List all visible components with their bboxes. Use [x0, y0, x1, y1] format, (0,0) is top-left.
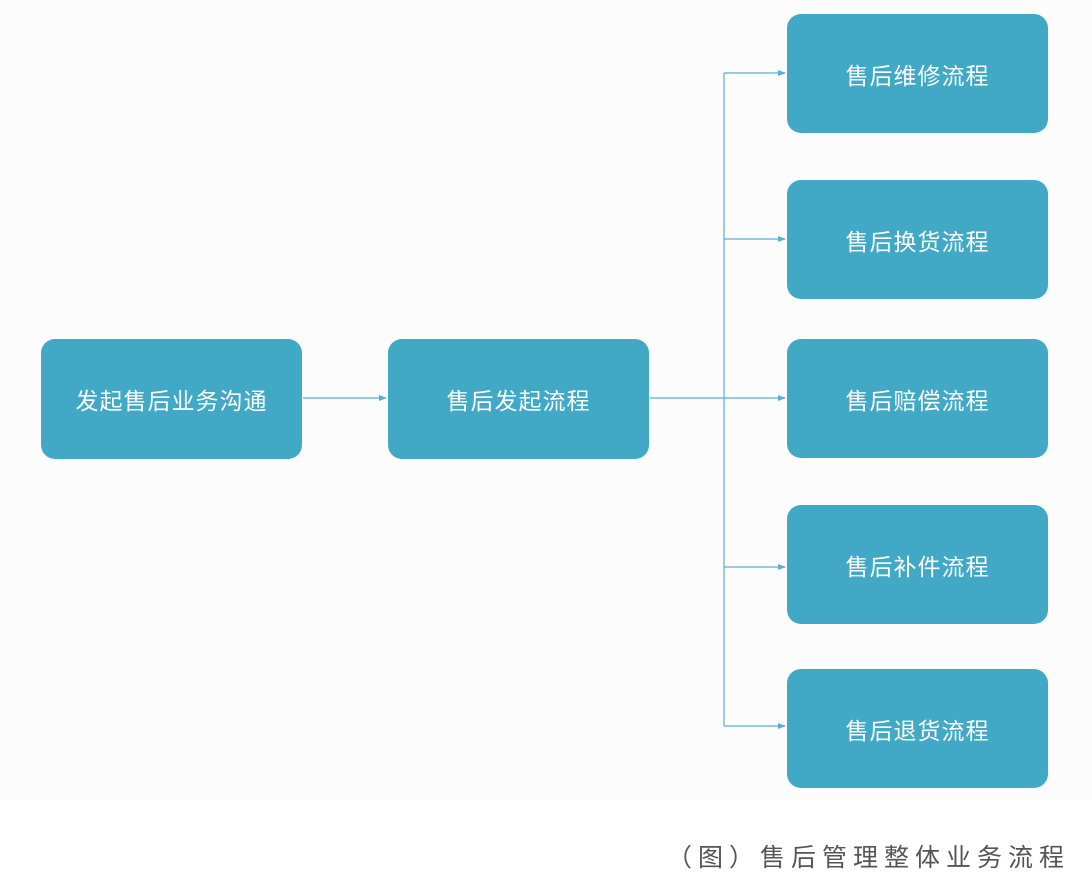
node-branch-repair: 售后维修流程 — [787, 14, 1048, 133]
node-branch-label: 售后补件流程 — [845, 554, 990, 581]
node-branch-exchange: 售后换货流程 — [787, 180, 1048, 299]
node-branch-label: 售后换货流程 — [845, 229, 990, 256]
node-branch-parts: 售后补件流程 — [787, 505, 1048, 624]
connector-lines — [303, 70, 786, 729]
node-branch-compensation: 售后赔偿流程 — [787, 339, 1048, 458]
node-branch-return: 售后退货流程 — [787, 669, 1048, 788]
node-start-label: 发起售后业务沟通 — [75, 389, 268, 415]
figure-caption: （图）售后管理整体业务流程 — [666, 843, 1070, 872]
node-branch-label: 售后退货流程 — [845, 718, 990, 745]
node-branch-label: 售后赔偿流程 — [845, 388, 990, 415]
diagram-canvas: 发起售后业务沟通 售后发起流程 售后维修流程 售后换货流程 售后赔偿流程 售后补… — [41, 14, 1048, 788]
node-start: 发起售后业务沟通 — [41, 339, 302, 459]
node-middle: 售后发起流程 — [388, 339, 649, 459]
node-branch-label: 售后维修流程 — [845, 63, 990, 90]
node-middle-label: 售后发起流程 — [446, 389, 591, 415]
